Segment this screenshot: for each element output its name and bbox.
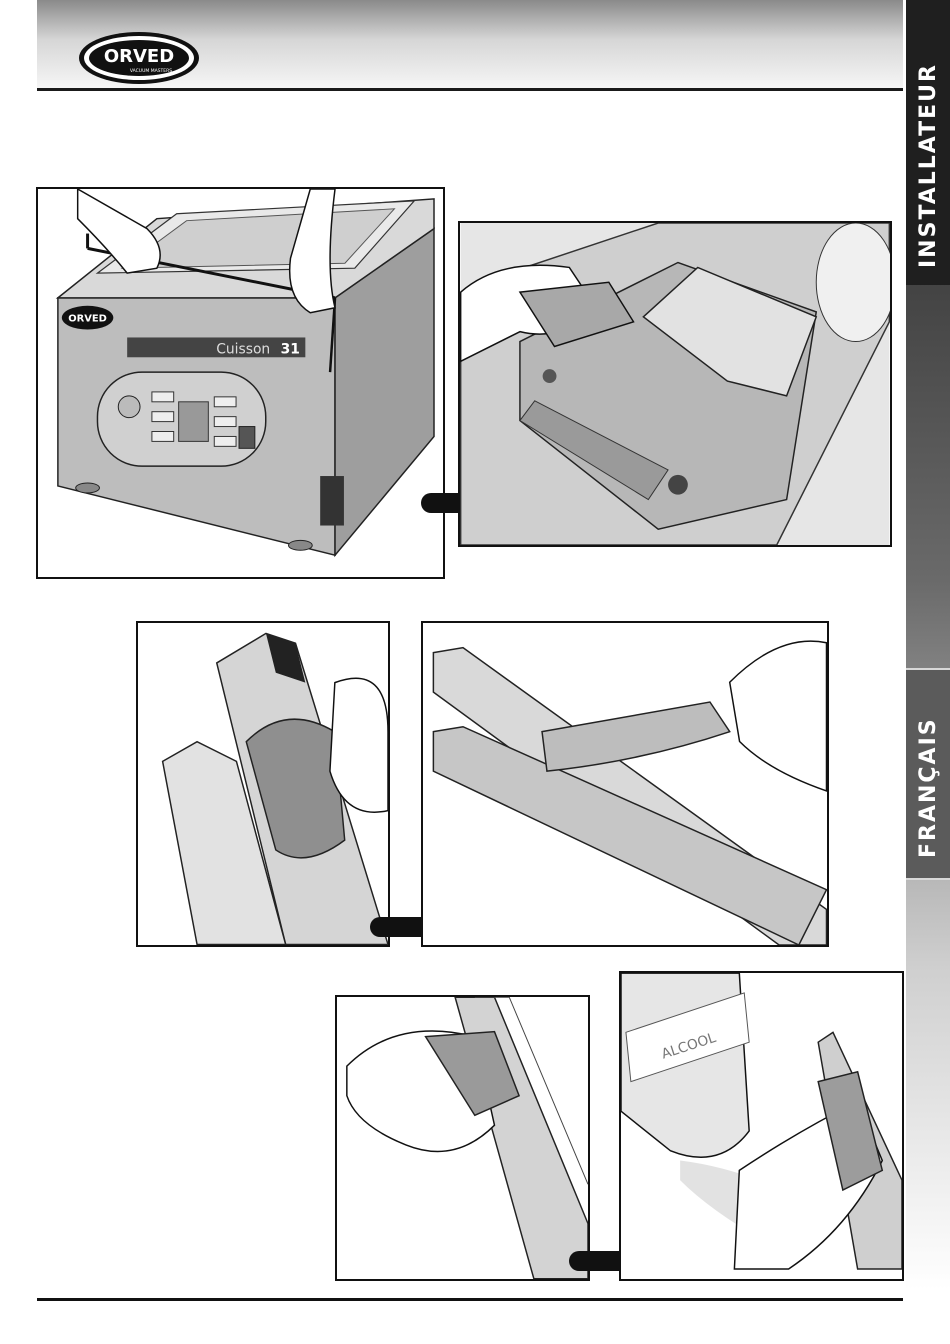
- orved-logo: ORVED VACUUM MASTERS: [77, 27, 201, 89]
- machine-badge: ORVED: [68, 314, 107, 325]
- figure-seal-strip: [421, 621, 829, 947]
- alcohol-bottle-illustration: ALCOOL: [621, 973, 902, 1279]
- machine-model-name: Cuisson: [216, 341, 270, 357]
- seal-strip-illustration: [423, 623, 827, 945]
- page-header: ORVED VACUUM MASTERS: [37, 0, 903, 91]
- footer-rule: [37, 1298, 903, 1301]
- figure-cleaning-cloth: [335, 995, 590, 1281]
- logo-brand: ORVED: [104, 46, 174, 67]
- side-tab-francais: FRANÇAIS: [906, 668, 950, 880]
- logo-tagline: VACUUM MASTERS: [130, 68, 172, 74]
- seal-profile-illustration: [138, 623, 388, 945]
- chamber-illustration: [460, 223, 890, 545]
- machine-illustration: ORVED Cuisson 31: [38, 189, 443, 577]
- side-tab-label-francais: FRANÇAIS: [916, 717, 941, 858]
- machine-model-number: 31: [281, 341, 300, 357]
- figure-machine: ORVED Cuisson 31: [36, 187, 445, 579]
- figure-chamber: [458, 221, 892, 547]
- figure-alcohol-bottle: ALCOOL: [619, 971, 904, 1281]
- side-tab-installateur: INSTALLATEUR: [906, 0, 950, 285]
- side-tab-label-installateur: INSTALLATEUR: [916, 63, 941, 268]
- cleaning-cloth-illustration: [337, 997, 588, 1279]
- figure-seal-profile: [136, 621, 390, 947]
